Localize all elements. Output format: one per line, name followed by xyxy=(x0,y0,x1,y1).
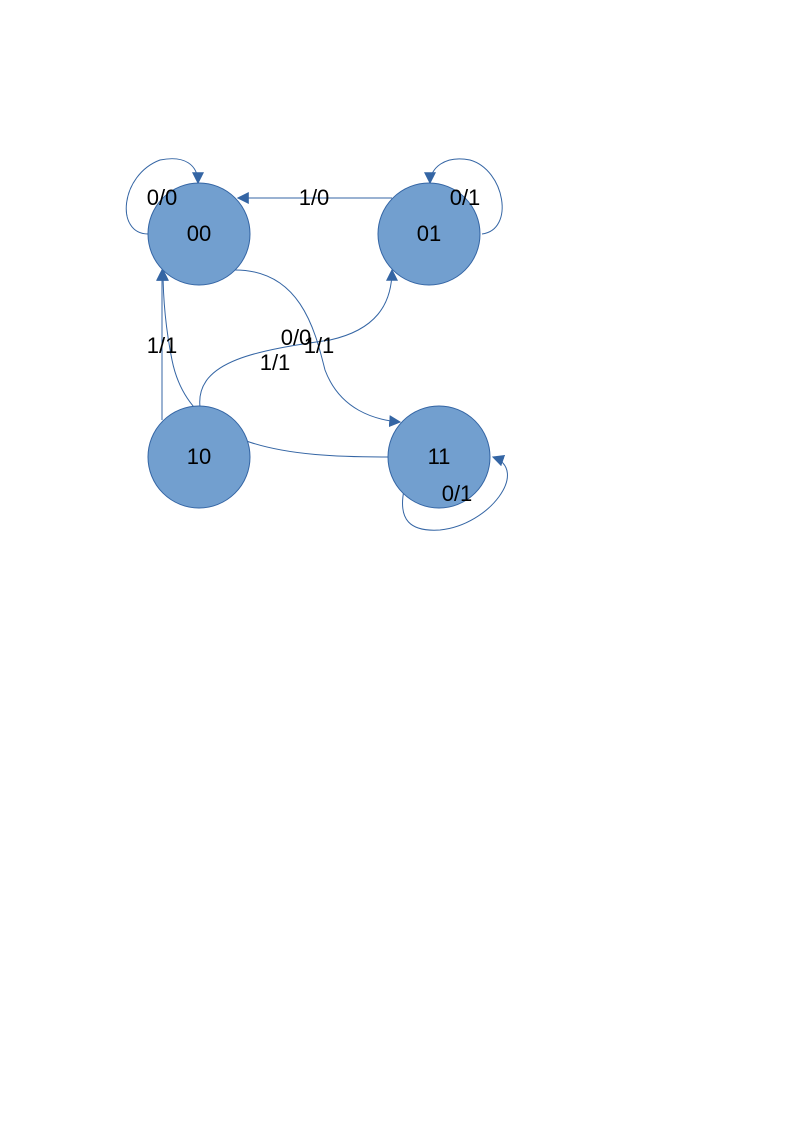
edge-00-to-11 xyxy=(231,269,402,428)
state-10: 10 xyxy=(147,405,251,509)
edge-label-10-to-01: 0/0 xyxy=(281,325,312,350)
edge-label-01-self: 0/1 xyxy=(450,185,481,210)
state-00: 00 xyxy=(147,182,251,286)
edge-label-10-to-00: 1/1 xyxy=(147,333,178,358)
state-01: 01 xyxy=(377,182,481,286)
state-label: 00 xyxy=(187,221,211,246)
state-label: 11 xyxy=(428,444,451,469)
state-label: 01 xyxy=(417,221,441,246)
edge-label-01-to-00: 1/0 xyxy=(299,185,330,210)
edge-label-11-to-00: 1/1 xyxy=(260,350,291,375)
state-11: 11 xyxy=(387,405,491,509)
edge-00-self xyxy=(125,158,204,235)
edge-01-self xyxy=(424,158,503,235)
edge-label-00-self: 0/0 xyxy=(147,185,178,210)
edge-11-to-00 xyxy=(157,268,389,458)
edge-10-to-01 xyxy=(199,268,398,408)
edge-label-00-to-11: 1/1 xyxy=(304,333,335,358)
edge-label-11-self: 0/1 xyxy=(442,481,473,506)
state-label: 10 xyxy=(187,444,211,469)
edge-11-self xyxy=(402,454,508,531)
